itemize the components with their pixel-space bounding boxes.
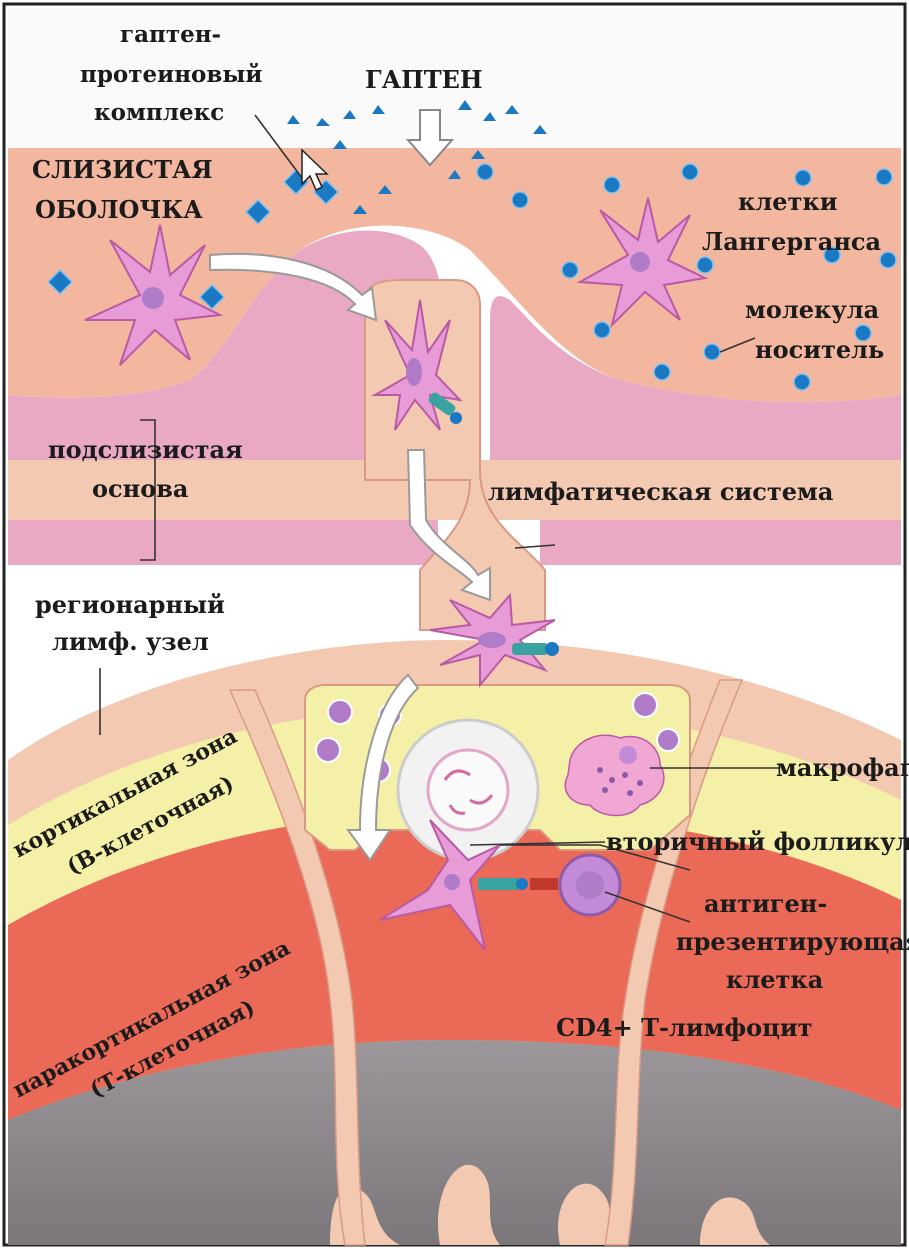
label-submucosa-2: основа [92,474,188,503]
label-apc-2: презентирующая [676,927,909,956]
label-apc-1: антиген- [704,889,827,918]
label-mucosa-1: СЛИЗИСТАЯ [32,155,213,184]
lower-submucosa-left [8,520,438,565]
label-hapten-complex-2: протеиновый [80,61,262,88]
label-carrier-2: носитель [755,335,884,364]
label-mucosa-2: ОБОЛОЧКА [35,195,203,224]
label-regional-node-2: лимф. узел [52,627,209,656]
label-regional-node-1: регионарный [35,590,225,619]
label-hapten: ГАПТЕН [365,65,483,94]
label-secondary-follicle: вторичный фолликул [606,827,909,856]
label-cd4: CD4+ Т-лимфоцит [556,1013,813,1042]
label-langerhans-2: Лангерганса [702,227,881,256]
label-apc-3: клетка [726,965,823,994]
label-langerhans-1: клетки [738,187,838,216]
label-hapten-complex-1: гаптен- [120,21,221,48]
lower-submucosa-right [540,520,901,565]
macrophage-nucleus [619,746,637,764]
label-hapten-complex-3: комплекс [94,99,224,126]
cd4-t-lymphocyte [560,855,620,915]
label-carrier-1: молекула [745,295,879,324]
label-lymph-system: лимфатическая система [488,477,833,506]
label-macrophage: макрофаг [776,753,909,782]
follicle-germinal-center [428,750,508,830]
label-submucosa-1: подслизистая [48,435,243,464]
